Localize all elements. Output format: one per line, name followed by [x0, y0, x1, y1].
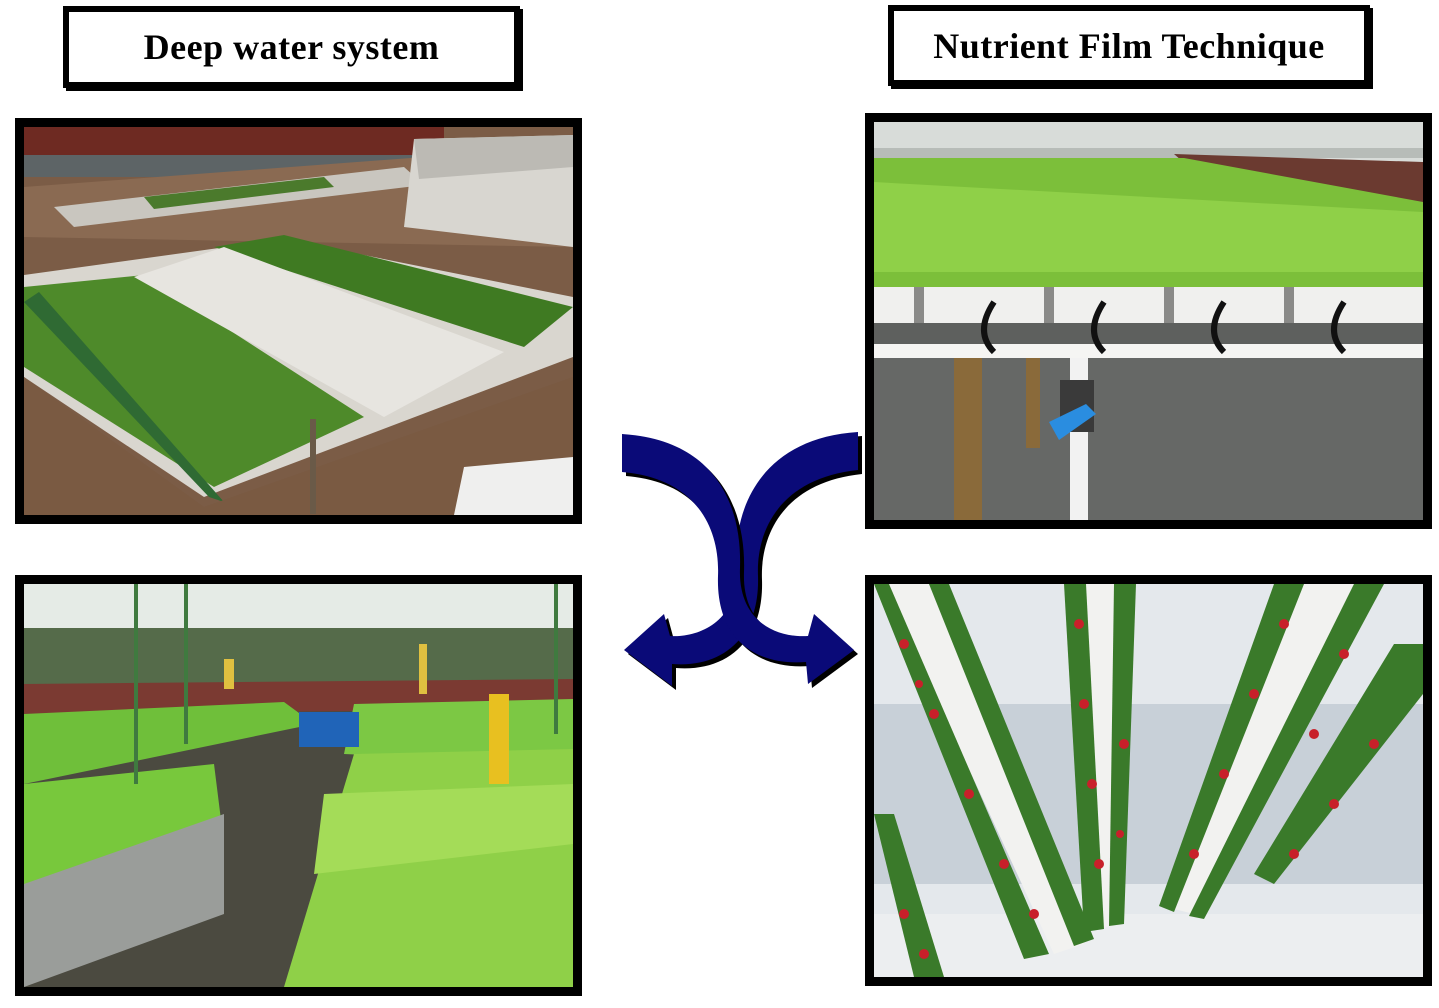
- nutrient-film-technique-label: Nutrient Film Technique: [933, 25, 1325, 66]
- deep-water-greenhouse-photo: [15, 575, 582, 996]
- nft-strawberry-photo: [865, 575, 1432, 986]
- deep-water-system-title: Deep water system: [63, 6, 520, 88]
- crossing-arrows: [612, 418, 864, 698]
- arrow-left-to-right-icon: [622, 434, 858, 688]
- nutrient-film-technique-title: Nutrient Film Technique: [888, 5, 1370, 86]
- nft-lettuce-photo: [865, 113, 1432, 529]
- deep-water-outdoor-photo: [15, 118, 582, 524]
- deep-water-system-label: Deep water system: [143, 27, 440, 67]
